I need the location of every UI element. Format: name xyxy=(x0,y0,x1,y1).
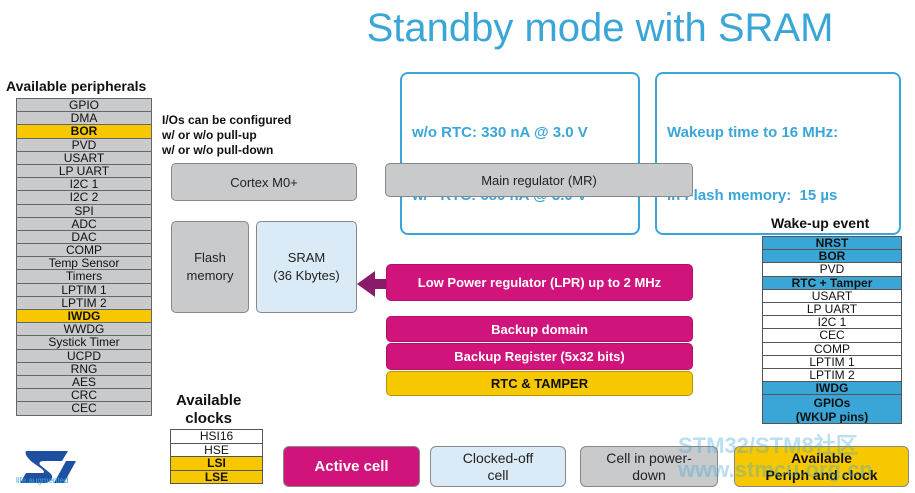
peripheral-item: LPTIM 2 xyxy=(16,295,152,310)
wakeup-event-item: BOR xyxy=(762,249,902,264)
wakeup-event-item: LP UART xyxy=(762,301,902,317)
wakeup-event-item: GPIOs (WKUP pins) xyxy=(762,394,902,425)
wakeup-event-item: I2C 1 xyxy=(762,315,902,330)
peripheral-item: RNG xyxy=(16,361,152,376)
arrow-shaft xyxy=(373,279,387,289)
current-line-no-rtc: w/o RTC: 330 nA @ 3.0 V xyxy=(412,124,588,141)
slide-title: Standby mode with SRAM xyxy=(366,6,834,50)
peripheral-item: BOR xyxy=(16,124,152,139)
wakeup-event-item: PVD xyxy=(762,262,902,277)
wakeup-event-item: COMP xyxy=(762,341,902,356)
peripheral-item: DAC xyxy=(16,229,152,245)
wakeup-event-item: NRST xyxy=(762,236,902,251)
io-note-line: I/Os can be configured xyxy=(162,113,292,127)
peripherals-heading: Available peripherals xyxy=(6,78,147,94)
cortex-block: Cortex M0+ xyxy=(171,163,357,201)
wakeup-event-item: LPTIM 2 xyxy=(762,367,902,383)
peripheral-item: GPIO xyxy=(16,98,152,113)
clock-item: HSI16 xyxy=(170,429,263,444)
peripheral-item: CRC xyxy=(16,388,152,403)
watermark: STM32/STM8社区 www.stmcu.org.cn xyxy=(678,434,873,482)
peripheral-item: DMA xyxy=(16,111,152,126)
peripheral-item: CEC xyxy=(16,401,152,416)
clocks-heading: Available clocks xyxy=(176,392,242,427)
backup-register-block: Backup Register (5x32 bits) xyxy=(386,343,693,370)
low-power-regulator-block: Low Power regulator (LPR) up to 2 MHz xyxy=(386,264,693,301)
wakeup-heading: Wake-up event xyxy=(771,215,870,231)
peripheral-item: USART xyxy=(16,150,152,165)
peripheral-item: LP UART xyxy=(16,163,152,179)
legend-active-cell: Active cell xyxy=(283,446,420,487)
peripheral-item: Timers xyxy=(16,269,152,284)
peripheral-item: LPTIM 1 xyxy=(16,282,152,297)
wakeup-event-item: RTC + Tamper xyxy=(762,275,902,290)
peripheral-item: I2C 2 xyxy=(16,190,152,205)
peripheral-item: PVD xyxy=(16,137,152,152)
backup-domain-block: Backup domain xyxy=(386,316,693,342)
peripheral-item: Systick Timer xyxy=(16,335,152,350)
wakeup-time-line: Wakeup time to 16 MHz: xyxy=(667,124,839,141)
peripheral-item: UCPD xyxy=(16,348,152,363)
clock-item: LSE xyxy=(170,469,263,484)
clock-item: HSE xyxy=(170,442,263,457)
logo-tagline: life.augmented xyxy=(16,476,69,485)
io-note-line: w/ or w/o pull-down xyxy=(162,143,274,157)
clock-item: LSI xyxy=(170,456,263,471)
peripheral-item: ADC xyxy=(16,216,152,231)
peripheral-item: COMP xyxy=(16,243,152,258)
peripheral-item: I2C 1 xyxy=(16,177,152,192)
rtc-tamper-block: RTC & TAMPER xyxy=(386,371,693,396)
main-regulator-block: Main regulator (MR) xyxy=(385,163,693,197)
wakeup-event-item: IWDG xyxy=(762,381,902,396)
wakeup-event-item: CEC xyxy=(762,328,902,343)
watermark-line: STM32/STM8社区 xyxy=(678,433,858,458)
peripheral-item: SPI xyxy=(16,203,152,218)
wakeup-event-item: USART xyxy=(762,288,902,303)
current-consumption-box: w/o RTC: 330 nA @ 3.0 V w/ RTC: 680 nA @… xyxy=(400,72,640,235)
legend-available-periph-clock: Available Periph and clock xyxy=(734,446,909,487)
io-note-line: w/ or w/o pull-up xyxy=(162,128,257,142)
wakeup-event-item: LPTIM 1 xyxy=(762,354,902,369)
arrow-left-icon xyxy=(357,271,375,297)
io-config-note: I/Os can be configured w/ or w/o pull-up… xyxy=(162,113,291,158)
peripheral-item: WWDG xyxy=(16,322,152,337)
legend-clocked-off-cell: Clocked-off cell xyxy=(430,446,566,487)
sram-block: SRAM (36 Kbytes) xyxy=(256,221,357,313)
wakeup-flash-line: In Flash memory: 15 µs xyxy=(667,187,838,204)
peripheral-item: AES xyxy=(16,374,152,390)
legend-power-down-cell: Cell in power- down xyxy=(580,446,718,487)
peripheral-item: IWDG xyxy=(16,309,152,324)
wakeup-time-box: Wakeup time to 16 MHz: In Flash memory: … xyxy=(655,72,901,235)
flash-memory-block: Flash memory xyxy=(171,221,249,313)
watermark-line: www.stmcu.org.cn xyxy=(678,457,873,482)
peripheral-item: Temp Sensor xyxy=(16,256,152,271)
st-logo-icon xyxy=(20,451,76,483)
